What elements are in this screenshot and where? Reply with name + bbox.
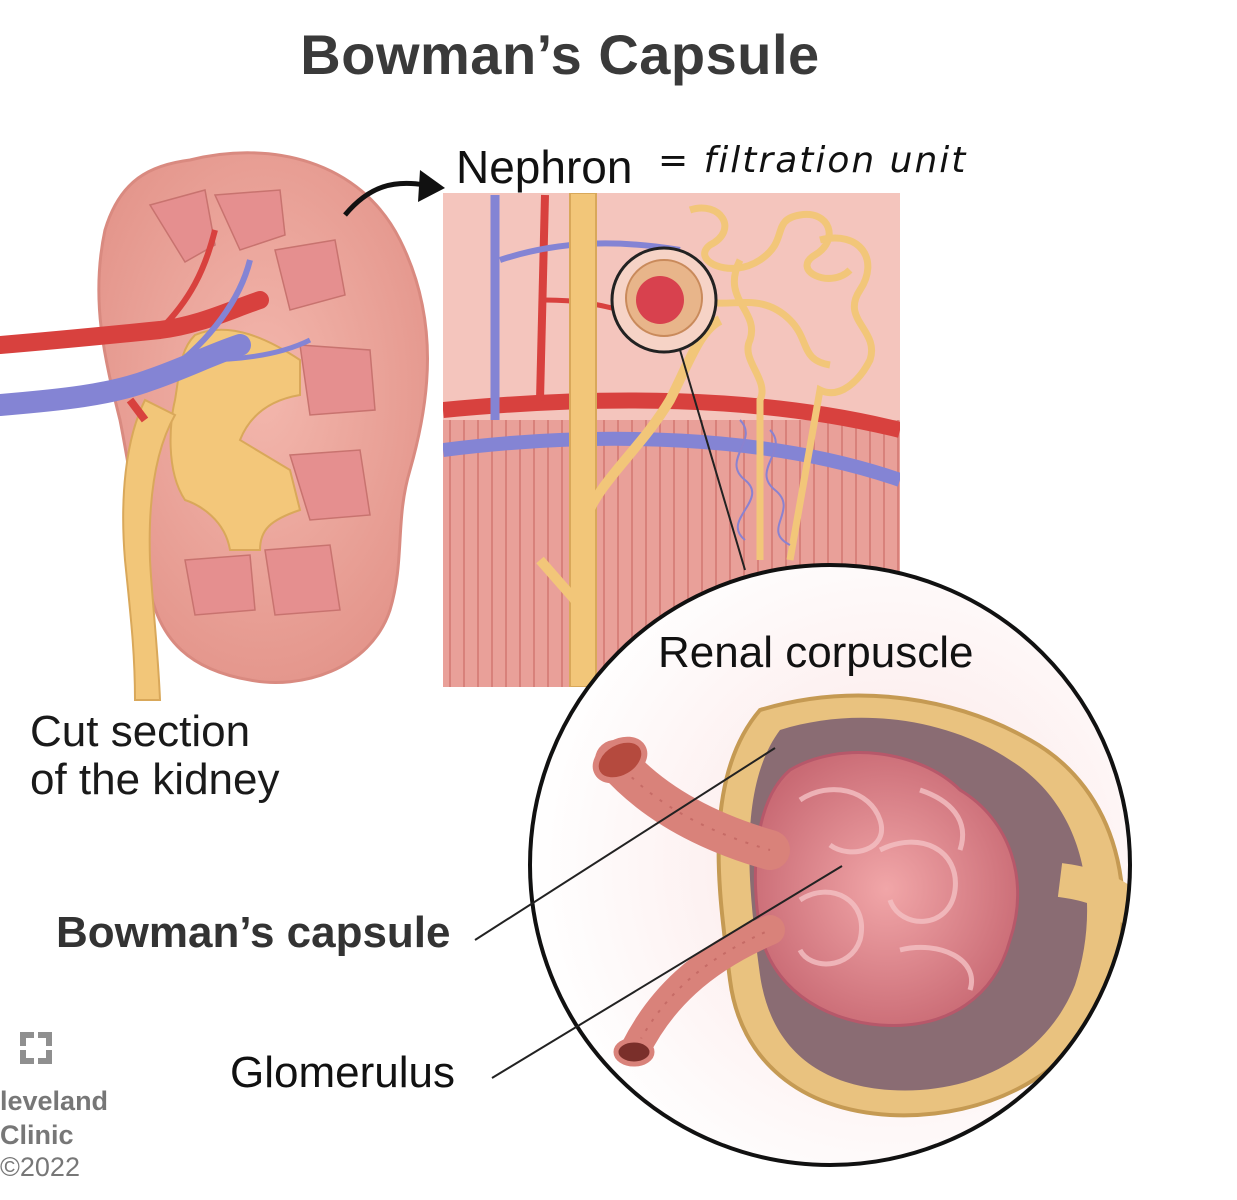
renal-pyramids: [148, 189, 376, 616]
bowmans-capsule-leader: [474, 747, 776, 941]
glomerulus-tuft: [753, 751, 1020, 1027]
kidney-cut-section: [0, 151, 429, 701]
bowmans-capsule-label: Bowman’s capsule: [56, 908, 451, 957]
page-title: Bowman’s Capsule: [300, 23, 820, 86]
logo-text: leveland Clinic: [0, 1084, 108, 1152]
kidney-label-line-2: of the kidney: [30, 755, 280, 804]
renal-vein: [0, 334, 251, 416]
logo-line-2: Clinic: [0, 1120, 74, 1150]
glomerulus-label: Glomerulus: [230, 1048, 455, 1097]
logo-line-1: leveland: [0, 1086, 109, 1116]
renal-corpuscle-label: Renal corpuscle: [658, 628, 974, 677]
cleveland-clinic-logo-icon: [20, 1032, 52, 1064]
renal-corpuscle-view: [528, 563, 1132, 1167]
zoom-arrow: [343, 180, 426, 217]
copyright-year: ©2022: [0, 1152, 80, 1182]
nephron-handwritten-note: = filtration unit: [658, 140, 968, 181]
kidney-label-line-1: Cut section: [30, 707, 251, 756]
nephron-label: Nephron: [456, 141, 633, 193]
glomerulus-leader: [491, 865, 843, 1079]
ureter: [122, 398, 177, 701]
kidney-label: Cut section of the kidney: [30, 708, 280, 804]
